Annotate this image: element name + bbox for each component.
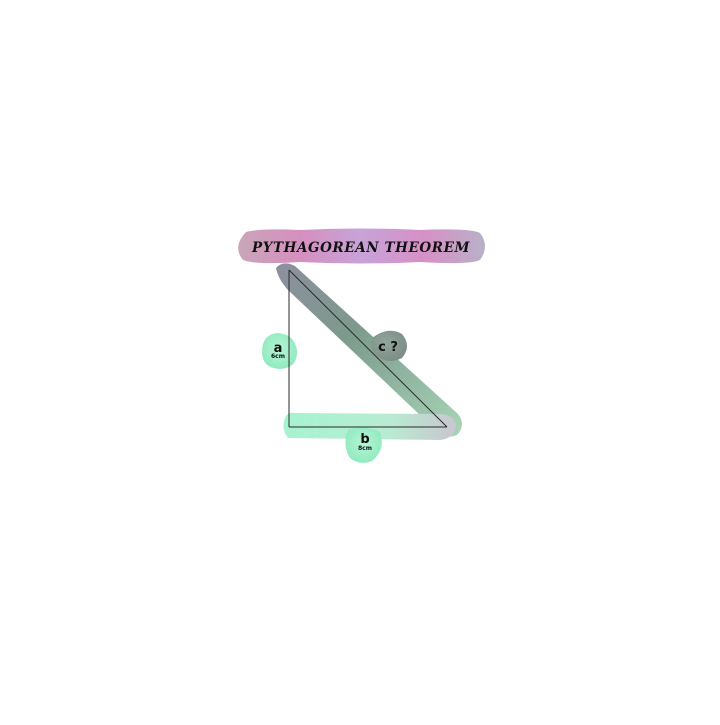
side-a-blob bbox=[262, 333, 298, 369]
base-band bbox=[283, 412, 456, 440]
side-c-blob bbox=[371, 330, 407, 361]
side-b-length: 8cm bbox=[358, 445, 372, 452]
side-a-badge: a 6cm bbox=[262, 333, 298, 369]
side-c-badge: c ? bbox=[371, 330, 407, 361]
side-b-blob bbox=[345, 427, 382, 463]
side-b-letter: b bbox=[360, 432, 369, 447]
title-banner: PYTHAGOREAN THEOREM bbox=[238, 228, 485, 264]
side-a-letter: a bbox=[274, 341, 283, 356]
title-banner-shape bbox=[238, 228, 485, 264]
title-text: PYTHAGOREAN THEOREM bbox=[251, 240, 471, 256]
triangle-outline bbox=[288, 269, 448, 428]
side-c-label: c ? bbox=[378, 340, 398, 355]
side-c-line bbox=[288, 269, 448, 428]
side-b-badge: b 8cm bbox=[345, 427, 382, 463]
side-a-length: 6cm bbox=[271, 353, 285, 360]
